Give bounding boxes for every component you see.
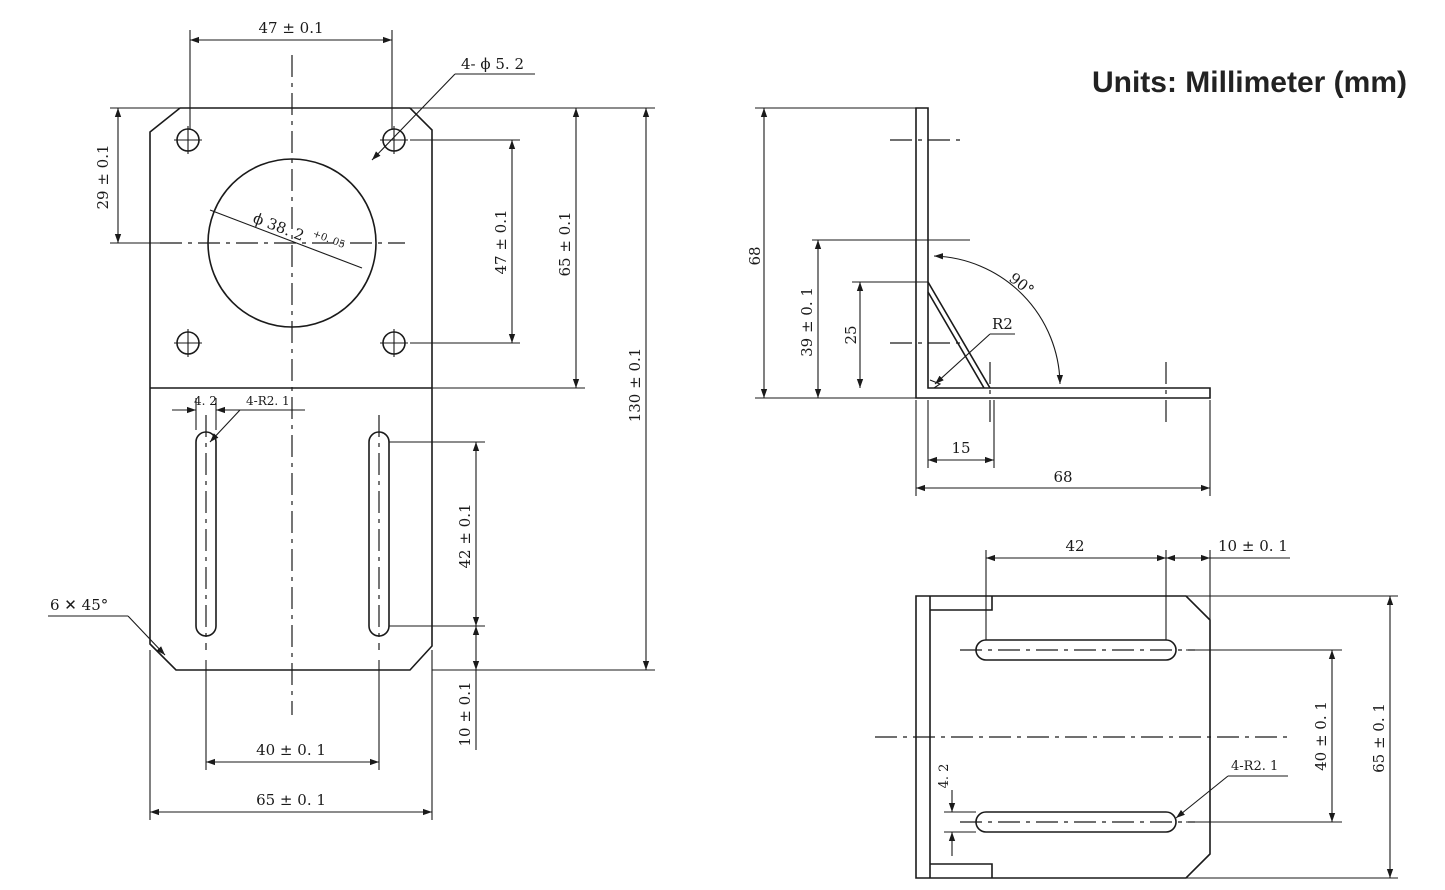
front-view: 47 ± 0.1 4- ϕ 5. 2 29 ± 0.1 ϕ 38. 2 +0. … — [48, 19, 655, 820]
base-dim-slot-spacing: 40 ± 0. 1 — [1312, 701, 1330, 771]
gusset-edge — [927, 281, 991, 389]
side-dim-length: 68 — [1053, 468, 1072, 486]
side-dim-gusset-height: 25 — [842, 325, 860, 344]
mount-hole — [174, 329, 202, 357]
dim-left-vertical: 29 ± 0.1 — [94, 144, 112, 209]
dim-slot-length: 42 ± 0.1 — [456, 503, 474, 568]
dim-top-hole-spacing: 47 ± 0.1 — [258, 19, 323, 37]
side-dim-radius: R2 — [992, 315, 1013, 333]
dim-width: 65 ± 0. 1 — [256, 791, 326, 809]
base-dim-slot-length: 42 — [1065, 537, 1084, 555]
base-dim-edge-offset: 10 ± 0. 1 — [1218, 537, 1288, 555]
side-dim-angle: 90° — [1006, 269, 1038, 300]
dim-hole-callout: 4- ϕ 5. 2 — [461, 55, 524, 73]
units-label: Units: Millimeter (mm) — [1092, 66, 1407, 99]
side-dim-gusset-width: 15 — [951, 439, 970, 457]
bottom-view: 42 10 ± 0. 1 40 ± 0. 1 65 ± 0. 1 4. 2 4-… — [875, 537, 1398, 879]
gusset-edge — [927, 291, 985, 389]
dim-chamfer: 6 ✕ 45° — [50, 596, 108, 614]
dim-vertical-hole-spacing: 47 ± 0.1 — [492, 209, 510, 274]
base-dim-slot-width: 4. 2 — [937, 764, 952, 789]
bore-diameter-line — [209, 209, 363, 269]
gusset-radius — [929, 379, 942, 389]
dim-slot-width: 4. 2 — [194, 394, 217, 408]
base-dim-width: 65 ± 0. 1 — [1370, 703, 1388, 773]
side-l-profile — [915, 107, 1211, 399]
dim-slot-spacing: 40 ± 0. 1 — [256, 741, 326, 759]
side-view: 68 39 ± 0. 1 25 90° R2 15 68 — [746, 107, 1211, 496]
dim-bore: ϕ 38. 2 — [251, 209, 307, 245]
mount-hole — [380, 126, 408, 154]
base-dim-slot-radius: 4-R2. 1 — [1231, 759, 1278, 774]
dim-mount-plate-height: 65 ± 0.1 — [556, 211, 574, 276]
gusset-notch — [930, 596, 993, 611]
mount-hole — [174, 126, 202, 154]
dim-total-height: 130 ± 0.1 — [626, 348, 644, 423]
dim-bottom-offset: 10 ± 0.1 — [456, 681, 474, 746]
dim-slot-radius: 4-R2. 1 — [246, 394, 290, 408]
dim-bore-tolerance: +0. 05 — [311, 229, 347, 251]
side-dim-gusset-offset: 39 ± 0. 1 — [798, 287, 816, 357]
gusset-notch — [930, 863, 993, 878]
angle-arc — [933, 253, 1064, 385]
side-dim-height: 68 — [746, 246, 764, 265]
mount-hole — [380, 329, 408, 357]
front-plate-outline — [149, 107, 433, 671]
